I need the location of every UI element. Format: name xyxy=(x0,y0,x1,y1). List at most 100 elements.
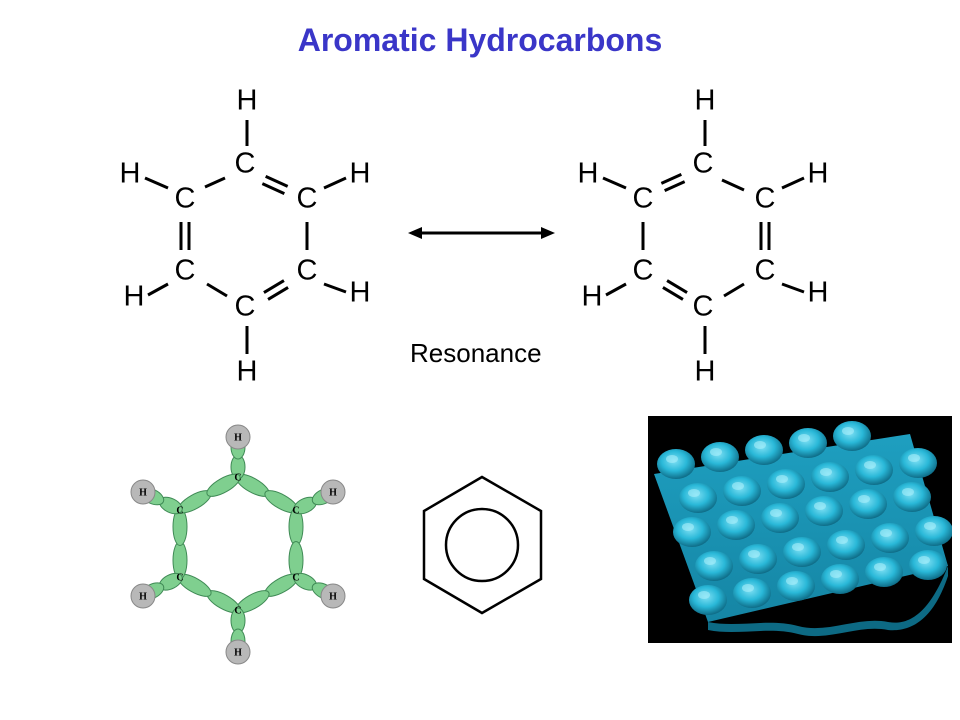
stm-molecule-bump xyxy=(833,421,871,451)
bond-line xyxy=(721,178,745,192)
stm-molecule-bump xyxy=(679,483,717,513)
hydrogen-atom: H xyxy=(578,158,599,190)
double-bond-line xyxy=(664,180,686,193)
stm-molecule-bump xyxy=(821,564,859,594)
stm-image xyxy=(648,416,953,643)
carbon-atom: C xyxy=(693,148,714,180)
stm-highlight xyxy=(924,522,936,530)
stm-molecule-bump xyxy=(865,557,903,587)
bond-line xyxy=(204,176,226,189)
stm-molecule-bump xyxy=(733,578,771,608)
stm-molecule-bump xyxy=(811,462,849,492)
stm-molecule-bump xyxy=(689,585,727,615)
carbon-atom: C xyxy=(755,255,776,287)
stm-surface-icon xyxy=(654,421,953,637)
stm-molecule-bump xyxy=(745,435,783,465)
stm-highlight xyxy=(874,563,886,571)
stm-molecule-bump xyxy=(717,510,755,540)
hydrogen-atom: H xyxy=(350,277,371,309)
stm-molecule-bump xyxy=(871,523,909,553)
hydrogen-label: H xyxy=(139,591,147,602)
carbon-atom: C xyxy=(297,255,318,287)
hydrogen-label: H xyxy=(234,432,242,443)
benzene-hexagon-icon xyxy=(422,475,543,615)
stm-highlight xyxy=(776,475,788,483)
stm-highlight xyxy=(666,455,678,463)
carbon-atom: C xyxy=(175,183,196,215)
stm-molecule-bump xyxy=(657,449,695,479)
carbon-atom: C xyxy=(235,291,256,323)
stm-molecule-bump xyxy=(789,428,827,458)
hydrogen-label: H xyxy=(329,487,337,498)
bond-line xyxy=(781,176,805,190)
stm-highlight xyxy=(814,502,826,510)
carbon-atom: C xyxy=(235,148,256,180)
bond-line xyxy=(144,176,169,190)
hydrogen-sphere xyxy=(320,583,346,609)
stm-molecule-bump xyxy=(673,517,711,547)
double-bond-line xyxy=(662,286,684,301)
carbon-atom: C xyxy=(633,255,654,287)
double-bond-line xyxy=(666,279,688,294)
hydrogen-atom: H xyxy=(695,85,716,117)
double-bond-line xyxy=(265,174,289,188)
stm-highlight xyxy=(710,448,722,456)
stm-molecule-bump xyxy=(739,544,777,574)
hydrogen-atom: H xyxy=(124,281,145,313)
carbon-atom: C xyxy=(175,255,196,287)
hydrogen-sphere xyxy=(130,583,156,609)
bond-line xyxy=(206,282,228,298)
double-bond-line xyxy=(267,286,289,301)
stm-highlight xyxy=(742,584,754,592)
hydrogen-sphere xyxy=(320,479,346,505)
stm-molecule-bump xyxy=(893,482,931,512)
stm-highlight xyxy=(698,591,710,599)
hydrogen-atom: H xyxy=(808,158,829,190)
stm-highlight xyxy=(704,557,716,565)
carbon-atom: C xyxy=(633,183,654,215)
double-bond-line xyxy=(261,182,285,196)
carbon-label: C xyxy=(292,505,299,516)
orbital-model-icon: H H H H H H C C C C C C xyxy=(130,424,346,665)
stm-molecule-bump xyxy=(701,442,739,472)
carbon-atom: C xyxy=(297,183,318,215)
hydrogen-label: H xyxy=(234,647,242,658)
hydrogen-sphere xyxy=(225,424,251,450)
stm-molecule-bump xyxy=(767,469,805,499)
hydrogen-sphere xyxy=(225,639,251,665)
carbon-label: C xyxy=(234,605,241,616)
double-bond-line xyxy=(660,172,682,185)
carbon-label: C xyxy=(176,505,183,516)
stm-highlight xyxy=(842,427,854,435)
stm-molecule-bump xyxy=(909,550,947,580)
bond-line xyxy=(323,282,347,294)
hydrogen-label: H xyxy=(139,487,147,498)
bond-line xyxy=(323,176,347,190)
stm-molecule-bump xyxy=(783,537,821,567)
stm-molecule-bump xyxy=(777,571,815,601)
carbon-label: C xyxy=(176,572,183,583)
carbon-label: C xyxy=(292,572,299,583)
carbon-label: C xyxy=(234,472,241,483)
hydrogen-label: H xyxy=(329,591,337,602)
resonance-arrow-icon xyxy=(408,227,555,239)
hydrogen-atom: H xyxy=(237,356,258,388)
stm-highlight xyxy=(858,495,870,503)
hydrogen-atom: H xyxy=(237,85,258,117)
stm-molecule-bump xyxy=(855,455,893,485)
stm-highlight xyxy=(792,543,804,551)
hydrogen-atom: H xyxy=(695,356,716,388)
stm-highlight xyxy=(836,536,848,544)
bond-line xyxy=(723,282,745,298)
stm-highlight xyxy=(748,550,760,558)
bond-line xyxy=(602,176,627,190)
orbital-lobe xyxy=(206,473,241,497)
bond-line xyxy=(605,282,627,297)
stm-highlight xyxy=(880,529,892,537)
stm-highlight xyxy=(682,523,694,531)
page-title: Aromatic Hydrocarbons xyxy=(297,22,663,58)
stm-highlight xyxy=(770,509,782,517)
stm-highlight xyxy=(798,434,810,442)
bond-line xyxy=(781,282,805,294)
